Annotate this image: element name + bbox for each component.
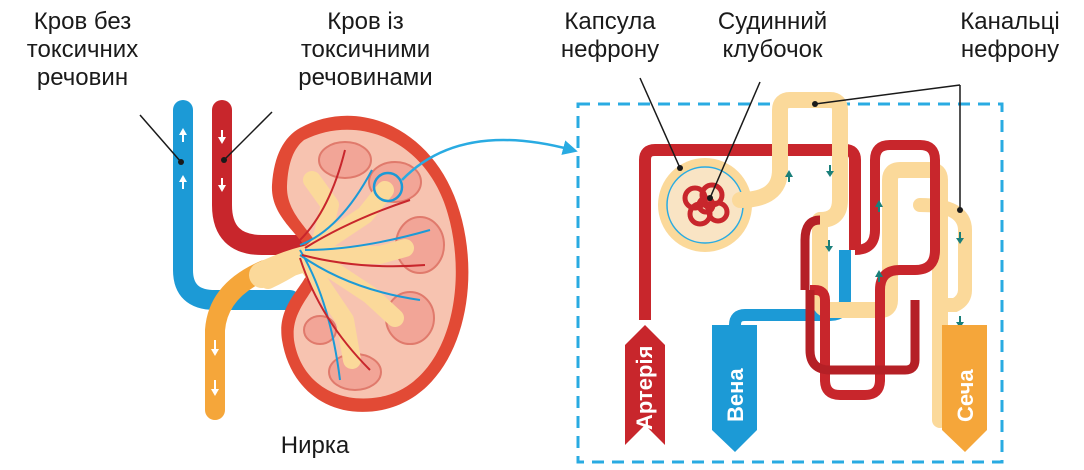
- urine-label: Сеча: [953, 369, 978, 422]
- label-glomerulus: Судинний клубочок: [695, 8, 850, 64]
- kidney-illustration: [140, 110, 572, 412]
- nephron-illustration: Артерія Вена Сеча: [578, 78, 1002, 462]
- vein-arrow: Вена: [712, 325, 757, 452]
- label-blood-clean: Кров без токсичних речовин: [10, 8, 155, 92]
- label-blood-toxic: Кров із токсичними речовинами: [278, 8, 453, 92]
- label-capsule: Капсула нефрону: [545, 8, 675, 64]
- label-kidney: Нирка: [255, 432, 375, 460]
- vein-label: Вена: [723, 368, 748, 422]
- urine-arrow: Сеча: [942, 325, 987, 452]
- label-tubules: Канальці нефрону: [940, 8, 1080, 64]
- artery-label: Артерія: [632, 346, 657, 430]
- artery-arrow: Артерія: [625, 325, 665, 445]
